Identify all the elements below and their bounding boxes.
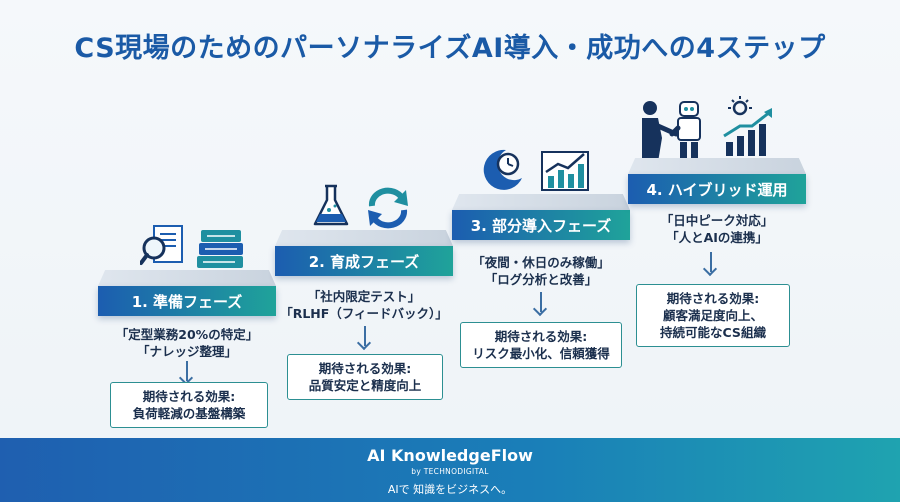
step-3-arrow bbox=[540, 292, 542, 312]
moon-clock-icon bbox=[483, 149, 522, 190]
step-2-task: 「RLHF（フィードバック）」 bbox=[280, 306, 448, 321]
step-2-arrow bbox=[364, 326, 366, 346]
effect-heading: 期待される効果: bbox=[494, 329, 588, 344]
step-4-label: 4. ハイブリッド運用 bbox=[628, 174, 806, 204]
footer-banner: AI KnowledgeFlow by TECHNODIGITAL AIで 知識… bbox=[0, 438, 900, 502]
step-4-effect-box: 期待される効果: 顧客満足度向上、 持続可能なCS組織 bbox=[636, 284, 790, 347]
step-4-arrow bbox=[710, 252, 712, 272]
step-2-label: 2. 育成フェーズ bbox=[275, 246, 453, 276]
step-3-tasks: 「夜間・休日のみ稼働」 「ログ分析と改善」 bbox=[452, 254, 630, 288]
footer-company: by TECHNODIGITAL bbox=[411, 467, 489, 476]
step-3-effect-box: 期待される効果: リスク最小化、信頼獲得 bbox=[460, 322, 622, 368]
step-1-arrow bbox=[186, 361, 188, 381]
magnifier-document-icon bbox=[140, 225, 183, 265]
step-3-label: 3. 部分導入フェーズ bbox=[452, 210, 630, 240]
footer-tagline: AIで 知識をビジネスへ。 bbox=[387, 483, 513, 496]
step-2-task: 「社内限定テスト」 bbox=[307, 289, 421, 304]
step-3-task: 「夜間・休日のみ稼働」 bbox=[472, 255, 610, 270]
books-icon bbox=[197, 230, 243, 268]
step-2-platform-top bbox=[275, 230, 453, 246]
step-4-task: 「人とAIの連携」 bbox=[666, 230, 768, 245]
effect-text: 負荷軽減の基盤構築 bbox=[132, 406, 246, 421]
step-1-effect-box: 期待される効果: 負荷軽減の基盤構築 bbox=[110, 382, 268, 428]
step-1-task: 「ナレッジ整理」 bbox=[136, 344, 237, 359]
effect-heading: 期待される効果: bbox=[318, 361, 412, 376]
step-1-task: 「定型業務20%の特定」 bbox=[115, 327, 259, 342]
step-2-tasks: 「社内限定テスト」 「RLHF（フィードバック）」 bbox=[275, 288, 453, 322]
page-title: CS現場のためのパーソナライズAI導入・成功への4ステップ bbox=[74, 33, 826, 64]
step-4-platform-top bbox=[628, 158, 806, 174]
sun-growth-chart-icon bbox=[723, 96, 772, 156]
step-3-platform-top bbox=[452, 194, 630, 210]
bar-chart-growth-icon bbox=[541, 151, 589, 191]
effect-heading: 期待される効果: bbox=[666, 291, 760, 306]
effect-heading: 期待される効果: bbox=[142, 389, 236, 404]
step-4-task: 「日中ピーク対応」 bbox=[660, 213, 774, 228]
step-1-platform-top bbox=[98, 270, 276, 286]
handshake-robot-icon bbox=[642, 101, 701, 162]
footer-brand: AI KnowledgeFlow bbox=[367, 446, 533, 465]
step-1-label: 1. 準備フェーズ bbox=[98, 286, 276, 316]
refresh-cycle-icon bbox=[368, 187, 408, 229]
step-4-tasks: 「日中ピーク対応」 「人とAIの連携」 bbox=[628, 212, 806, 246]
flask-icon bbox=[313, 184, 349, 226]
effect-text: 持続可能なCS組織 bbox=[660, 325, 766, 340]
step-1-tasks: 「定型業務20%の特定」 「ナレッジ整理」 bbox=[98, 326, 276, 360]
step-3-task: 「ログ分析と改善」 bbox=[484, 272, 598, 287]
step-2-effect-box: 期待される効果: 品質安定と精度向上 bbox=[287, 354, 443, 400]
effect-text: 品質安定と精度向上 bbox=[308, 378, 422, 393]
effect-text: 顧客満足度向上、 bbox=[662, 308, 763, 323]
effect-text: リスク最小化、信頼獲得 bbox=[472, 346, 610, 361]
